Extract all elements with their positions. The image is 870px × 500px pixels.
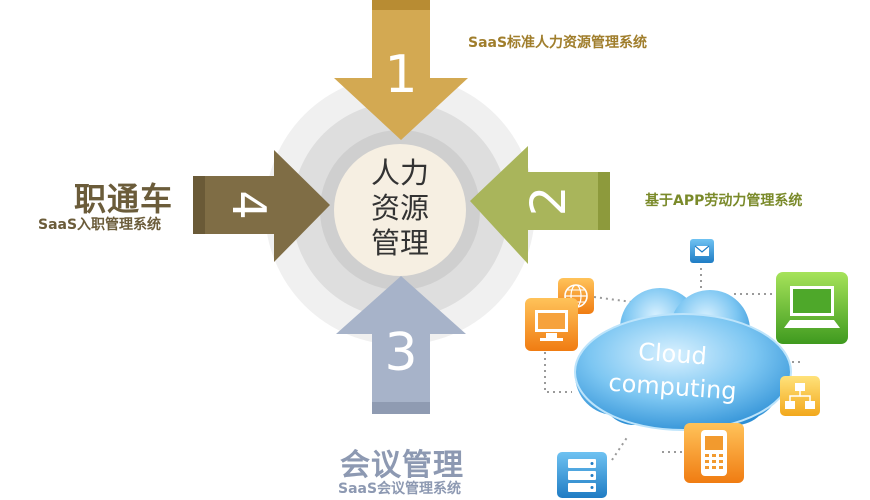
label-top: SaaS标准人力资源管理系统 [468,35,648,51]
arrow-2-number: 2 [521,186,577,217]
label-right: 基于APP劳动力管理系统 [645,193,803,209]
arrow-2: 2 [470,146,610,264]
label-bottom-subtitle: SaaS会议管理系统 [338,481,462,497]
laptop-icon [776,272,848,344]
arrow-3: 3 [336,276,466,414]
label-bottom-title: 会议管理 [340,448,464,483]
email-icon [690,239,714,263]
arrow-4: 4 [193,150,330,262]
center-line-3: 管理 [371,226,429,260]
cloud-text-line-1: Cloud [637,338,707,371]
label-left-subtitle: SaaS入职管理系统 [38,217,162,233]
arrow-1: 1 [334,0,468,140]
phone-icon [684,423,744,483]
server-icon [557,452,607,498]
monitor-icon [525,298,578,351]
center-disc [334,144,466,276]
arrow-1-number: 1 [384,45,417,105]
arrow-4-number: 4 [222,190,276,219]
cloud-illustration: Cloud computing [525,239,848,498]
label-left-title: 职通车 [74,180,174,218]
center-line-2: 资源 [371,191,429,225]
arrow-3-number: 3 [384,323,417,383]
cloud-shape [574,288,792,431]
network-icon [780,376,820,416]
center-line-1: 人力 [371,156,429,190]
